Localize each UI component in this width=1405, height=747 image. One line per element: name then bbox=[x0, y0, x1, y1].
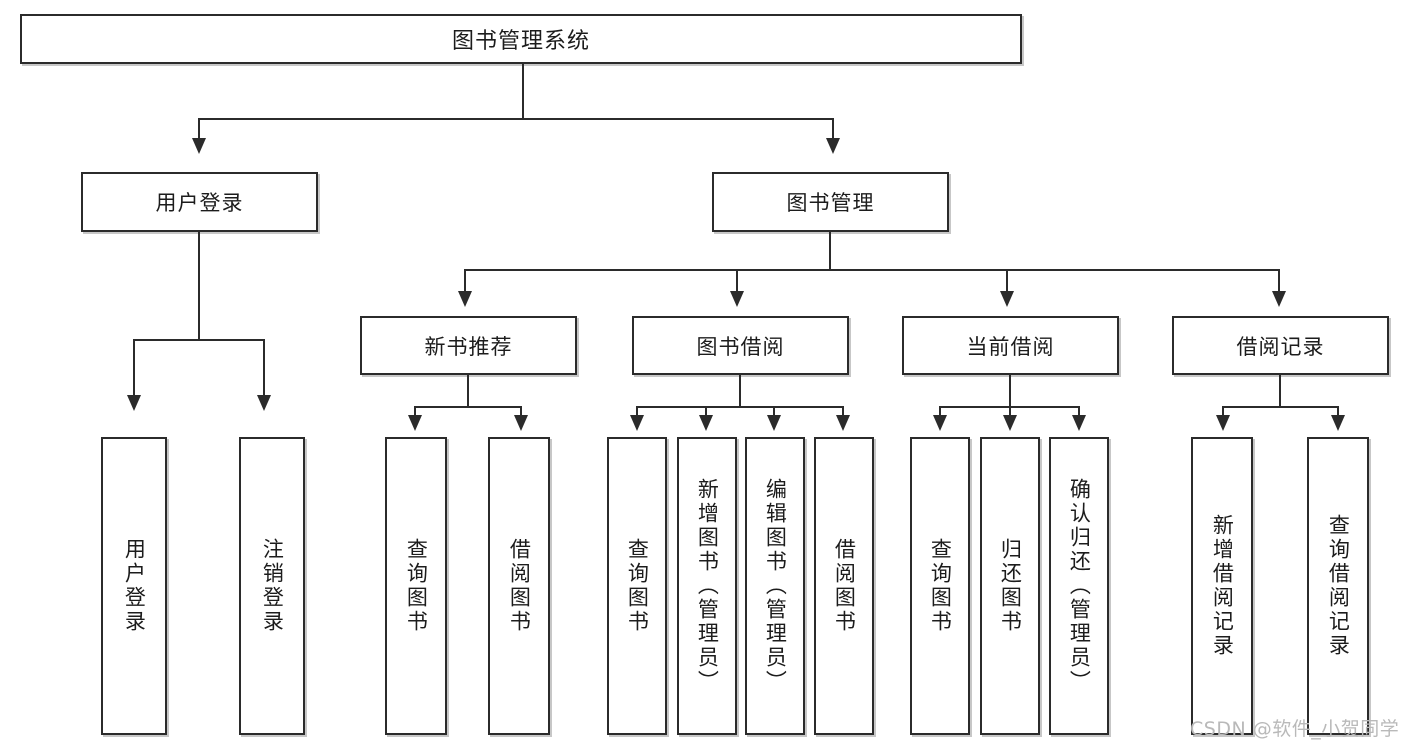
leaf-borrow-add-book-label: 新增图书（管理员） bbox=[695, 478, 720, 694]
arrow-level3-3 bbox=[1272, 291, 1286, 307]
connector-new-book-drop-0 bbox=[414, 406, 416, 418]
arrow-current-borrow-1 bbox=[1003, 415, 1017, 431]
connector-book-borrow-drop-1 bbox=[705, 406, 707, 418]
leaf-current-query-label: 查询图书 bbox=[928, 538, 953, 634]
leaf-current-query[interactable]: 查询图书 bbox=[910, 437, 970, 735]
arrow-user-login-0 bbox=[127, 395, 141, 411]
leaf-records-add-label: 新增借阅记录 bbox=[1210, 514, 1235, 658]
connector-level3-drop-2 bbox=[1006, 269, 1008, 293]
leaf-records-query[interactable]: 查询借阅记录 bbox=[1307, 437, 1369, 735]
connector-user-login-drop-0 bbox=[133, 339, 135, 397]
node-book-borrow[interactable]: 图书借阅 bbox=[632, 316, 849, 375]
connector-new-book-stem bbox=[467, 375, 469, 408]
leaf-borrow-edit-book-label: 编辑图书（管理员） bbox=[763, 478, 788, 694]
connector-current-borrow-drop-0 bbox=[939, 406, 941, 418]
leaf-borrow-add-book[interactable]: 新增图书（管理员） bbox=[677, 437, 737, 735]
connector-level3-drop-1 bbox=[736, 269, 738, 293]
node-borrow-records-label: 借阅记录 bbox=[1236, 334, 1325, 359]
leaf-user-login-logout-label: 注销登录 bbox=[260, 538, 285, 634]
connector-borrow-records-drop-0 bbox=[1222, 406, 1224, 418]
arrow-new-book-1 bbox=[514, 415, 528, 431]
arrow-level3-0 bbox=[458, 291, 472, 307]
arrow-current-borrow-0 bbox=[933, 415, 947, 431]
connector-level2-bar bbox=[198, 118, 834, 120]
leaf-new-book-borrow[interactable]: 借阅图书 bbox=[488, 437, 550, 735]
leaf-new-book-query[interactable]: 查询图书 bbox=[385, 437, 447, 735]
arrow-level2-0 bbox=[192, 138, 206, 154]
connector-current-borrow-stem bbox=[1009, 375, 1011, 408]
leaf-new-book-query-label: 查询图书 bbox=[404, 538, 429, 634]
node-book-borrow-label: 图书借阅 bbox=[696, 334, 785, 359]
arrow-user-login-1 bbox=[257, 395, 271, 411]
leaf-borrow-borrow-book[interactable]: 借阅图书 bbox=[814, 437, 874, 735]
connector-level3-bar bbox=[464, 269, 1280, 271]
leaf-current-confirm-return[interactable]: 确认归还（管理员） bbox=[1049, 437, 1109, 735]
connector-user-login-stem bbox=[198, 232, 200, 341]
node-current-borrow-label: 当前借阅 bbox=[966, 334, 1055, 359]
connector-new-book-bar bbox=[414, 406, 522, 408]
node-book-management[interactable]: 图书管理 bbox=[712, 172, 949, 232]
connector-level3-drop-0 bbox=[464, 269, 466, 293]
node-new-book-recommend[interactable]: 新书推荐 bbox=[360, 316, 577, 375]
arrow-book-borrow-0 bbox=[630, 415, 644, 431]
node-user-login[interactable]: 用户登录 bbox=[81, 172, 318, 232]
connector-book-borrow-drop-2 bbox=[773, 406, 775, 418]
arrow-level3-2 bbox=[1000, 291, 1014, 307]
leaf-current-return-label: 归还图书 bbox=[998, 538, 1023, 634]
node-current-borrow[interactable]: 当前借阅 bbox=[902, 316, 1119, 375]
connector-book-borrow-drop-0 bbox=[636, 406, 638, 418]
connector-user-login-drop-1 bbox=[263, 339, 265, 397]
connector-user-login-bar bbox=[133, 339, 265, 341]
connector-current-borrow-drop-2 bbox=[1078, 406, 1080, 418]
connector-current-borrow-drop-1 bbox=[1009, 406, 1011, 418]
node-user-login-label: 用户登录 bbox=[155, 191, 244, 215]
connector-level2-drop-1 bbox=[832, 118, 834, 140]
leaf-borrow-edit-book[interactable]: 编辑图书（管理员） bbox=[745, 437, 805, 735]
leaf-user-login-login[interactable]: 用户登录 bbox=[101, 437, 167, 735]
leaf-user-login-logout[interactable]: 注销登录 bbox=[239, 437, 305, 735]
arrow-borrow-records-1 bbox=[1331, 415, 1345, 431]
connector-borrow-records-stem bbox=[1279, 375, 1281, 408]
leaf-borrow-query-label: 查询图书 bbox=[625, 538, 650, 634]
leaf-records-query-label: 查询借阅记录 bbox=[1326, 514, 1351, 658]
arrow-level2-1 bbox=[826, 138, 840, 154]
leaf-current-return[interactable]: 归还图书 bbox=[980, 437, 1040, 735]
leaf-current-confirm-return-label: 确认归还（管理员） bbox=[1067, 478, 1092, 694]
connector-book-borrow-drop-3 bbox=[842, 406, 844, 418]
node-new-book-recommend-label: 新书推荐 bbox=[424, 334, 513, 359]
arrow-book-borrow-1 bbox=[699, 415, 713, 431]
connector-new-book-drop-1 bbox=[520, 406, 522, 418]
connector-book-management-stem bbox=[829, 232, 831, 271]
leaf-borrow-borrow-book-label: 借阅图书 bbox=[832, 538, 857, 634]
connector-book-borrow-bar bbox=[636, 406, 844, 408]
node-book-management-label: 图书管理 bbox=[786, 191, 875, 215]
leaf-records-add[interactable]: 新增借阅记录 bbox=[1191, 437, 1253, 735]
arrow-book-borrow-3 bbox=[836, 415, 850, 431]
arrow-new-book-0 bbox=[408, 415, 422, 431]
connector-level3-drop-3 bbox=[1278, 269, 1280, 293]
connector-root-stem bbox=[522, 64, 524, 119]
arrow-book-borrow-2 bbox=[767, 415, 781, 431]
leaf-user-login-login-label: 用户登录 bbox=[122, 538, 147, 634]
connector-borrow-records-bar bbox=[1222, 406, 1339, 408]
node-borrow-records[interactable]: 借阅记录 bbox=[1172, 316, 1389, 375]
arrow-borrow-records-0 bbox=[1216, 415, 1230, 431]
arrow-current-borrow-2 bbox=[1072, 415, 1086, 431]
node-root-label: 图书管理系统 bbox=[451, 29, 590, 54]
connector-borrow-records-drop-1 bbox=[1337, 406, 1339, 418]
leaf-new-book-borrow-label: 借阅图书 bbox=[507, 538, 532, 634]
leaf-borrow-query[interactable]: 查询图书 bbox=[607, 437, 667, 735]
node-root[interactable]: 图书管理系统 bbox=[20, 14, 1022, 64]
connector-book-borrow-stem bbox=[739, 375, 741, 408]
connector-level2-drop-0 bbox=[198, 118, 200, 140]
arrow-level3-1 bbox=[730, 291, 744, 307]
